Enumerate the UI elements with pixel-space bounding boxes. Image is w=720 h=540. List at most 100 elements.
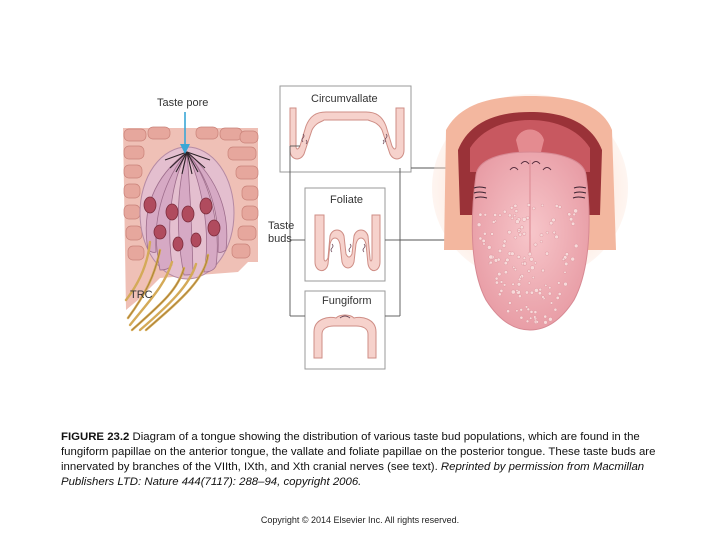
fungiform-papilla-dot bbox=[549, 221, 553, 225]
fungiform-papilla-dot bbox=[517, 255, 520, 258]
fungiform-papilla-dot bbox=[526, 216, 529, 219]
fungiform-papilla-dot bbox=[492, 221, 495, 224]
fungiform-papilla-dot bbox=[484, 213, 487, 216]
fungiform-papilla-dot bbox=[534, 311, 537, 314]
fungiform-panel: Fungiform bbox=[305, 291, 385, 369]
figure-caption: FIGURE 23.2 Diagram of a tongue showing … bbox=[61, 430, 661, 490]
fungiform-papilla-dot bbox=[536, 321, 539, 324]
fungiform-papilla-dot bbox=[553, 231, 556, 234]
fungiform-papilla-dot bbox=[528, 270, 531, 273]
fungiform-papilla-dot bbox=[542, 296, 545, 299]
fungiform-papilla-dot bbox=[498, 293, 501, 296]
fungiform-papilla-dot bbox=[555, 235, 559, 239]
fungiform-papilla-dot bbox=[523, 262, 526, 265]
fungiform-papilla-dot bbox=[502, 244, 506, 248]
fungiform-papilla-dot bbox=[544, 321, 548, 325]
fungiform-papilla-dot bbox=[520, 316, 523, 319]
foliate-panel: Foliate bbox=[305, 188, 385, 281]
fungiform-papilla-dot bbox=[513, 214, 516, 217]
fungiform-papilla-dot bbox=[530, 310, 533, 313]
circumvallate-panel: Circumvallate bbox=[280, 86, 411, 172]
fungiform-papilla-dot bbox=[564, 282, 568, 286]
fungiform-papilla-dot bbox=[558, 205, 561, 208]
fungiform-papilla-dot bbox=[554, 308, 557, 311]
fungiform-papilla-dot bbox=[544, 315, 547, 318]
fungiform-papilla-dot bbox=[493, 213, 496, 216]
fungiform-papilla-dot bbox=[548, 317, 552, 321]
fungiform-papilla-dot bbox=[508, 301, 511, 304]
fungiform-papilla-dot bbox=[545, 284, 547, 286]
fungiform-papilla-dot bbox=[514, 204, 517, 207]
fungiform-papilla-dot bbox=[517, 282, 521, 286]
fungiform-papilla-dot bbox=[498, 249, 502, 253]
fungiform-papilla-dot bbox=[518, 295, 521, 298]
fungiform-papilla-dot bbox=[500, 289, 503, 292]
fungiform-papilla-dot bbox=[520, 308, 523, 311]
fungiform-papilla-dot bbox=[534, 288, 538, 292]
fungiform-papilla-dot bbox=[541, 269, 544, 272]
fungiform-papilla-dot bbox=[530, 257, 534, 261]
fungiform-papilla-dot bbox=[532, 207, 535, 210]
fungiform-papilla-dot bbox=[525, 291, 528, 294]
fungiform-papilla-dot bbox=[558, 292, 561, 295]
fungiform-papilla-dot bbox=[503, 240, 506, 243]
fungiform-papilla-dot bbox=[569, 217, 573, 221]
fungiform-papilla-dot bbox=[506, 258, 510, 262]
fungiform-papilla-dot bbox=[513, 266, 515, 268]
fungiform-papilla-dot bbox=[548, 292, 551, 295]
fungiform-papilla-dot bbox=[520, 226, 523, 229]
fungiform-papilla-dot bbox=[522, 217, 526, 221]
fungiform-papilla-dot bbox=[552, 218, 556, 222]
fungiform-papilla-dot bbox=[564, 262, 568, 266]
fungiform-papilla-dot bbox=[571, 222, 575, 226]
fungiform-papilla-dot bbox=[525, 306, 528, 309]
fungiform-papilla-dot bbox=[573, 213, 576, 216]
fungiform-papilla-dot bbox=[479, 237, 482, 240]
fungiform-papilla-dot bbox=[507, 310, 510, 313]
fungiform-papilla-dot bbox=[477, 223, 481, 227]
fungiform-papilla-dot bbox=[511, 217, 514, 220]
fungiform-papilla-dot bbox=[539, 288, 542, 291]
fungiform-papilla-dot bbox=[527, 203, 530, 206]
tongue-illustration bbox=[432, 94, 628, 330]
fungiform-papilla-dot bbox=[565, 252, 568, 255]
fungiform-papilla-dot bbox=[514, 236, 517, 239]
fungiform-papilla-dot bbox=[549, 286, 552, 289]
fungiform-papilla-dot bbox=[515, 209, 518, 212]
fungiform-papilla-dot bbox=[568, 213, 571, 216]
fungiform-papilla-dot bbox=[528, 252, 532, 256]
fungiform-papilla-dot bbox=[532, 276, 535, 279]
foliate-label: Foliate bbox=[330, 194, 363, 206]
figure-label: FIGURE 23.2 bbox=[61, 431, 129, 443]
fungiform-papilla-dot bbox=[518, 278, 521, 281]
circumvallate-label: Circumvallate bbox=[311, 93, 378, 105]
fungiform-papilla-dot bbox=[504, 270, 507, 273]
fungiform-papilla-dot bbox=[487, 245, 491, 249]
fungiform-papilla-dot bbox=[527, 308, 530, 311]
fungiform-papilla-dot bbox=[529, 317, 531, 319]
fungiform-papilla-dot bbox=[538, 292, 541, 295]
fungiform-papilla-dot bbox=[534, 262, 537, 265]
fungiform-papilla-dot bbox=[540, 234, 543, 237]
fungiform-papilla-dot bbox=[483, 243, 486, 246]
fungiform-papilla-dot bbox=[516, 310, 518, 312]
fungiform-papilla-dot bbox=[571, 257, 575, 261]
fungiform-papilla-dot bbox=[546, 231, 549, 234]
trc-label: TRC bbox=[130, 289, 153, 301]
fungiform-papilla-dot bbox=[483, 232, 486, 235]
fungiform-papilla-dot bbox=[526, 320, 529, 323]
fungiform-papilla-dot bbox=[574, 244, 578, 248]
fungiform-papilla-dot bbox=[511, 290, 515, 294]
fungiform-papilla-dot bbox=[541, 204, 544, 207]
fungiform-papilla-dot bbox=[512, 283, 515, 286]
fungiform-papilla-dot bbox=[491, 233, 494, 236]
fungiform-papilla-dot bbox=[497, 272, 501, 276]
copyright-notice: Copyright © 2014 Elsevier Inc. All right… bbox=[0, 515, 720, 525]
fungiform-papilla-dot bbox=[562, 258, 565, 261]
fungiform-papilla-dot bbox=[519, 233, 522, 236]
fungiform-papilla-dot bbox=[489, 261, 492, 264]
fungiform-papilla-dot bbox=[514, 268, 517, 271]
fungiform-papilla-dot bbox=[556, 296, 559, 299]
fungiform-papilla-dot bbox=[508, 214, 511, 217]
fungiform-papilla-dot bbox=[503, 284, 506, 287]
